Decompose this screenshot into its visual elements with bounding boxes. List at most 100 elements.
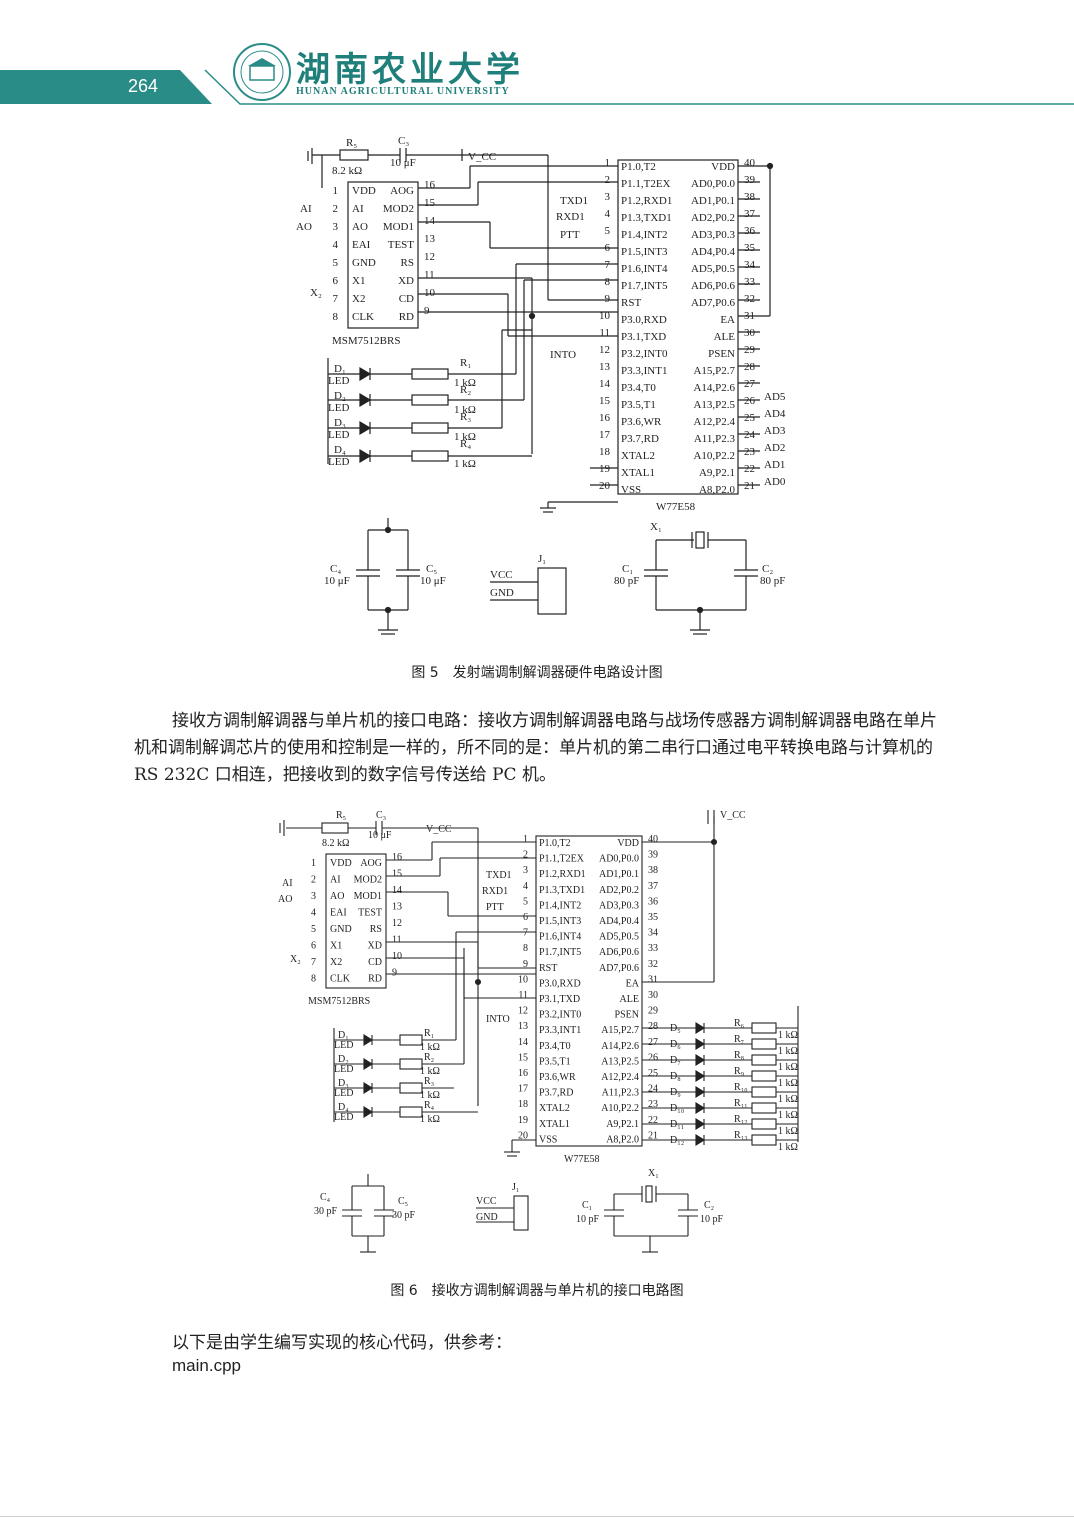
- modem-pin-number: 5: [311, 924, 316, 935]
- mcu-pin-name: AD4,P0.4: [599, 916, 639, 927]
- txd1-port: TXD1: [486, 870, 512, 881]
- ad-bus-label: AD0: [764, 476, 786, 488]
- connector-j1: [490, 567, 567, 615]
- resistor-designator: R₁: [460, 357, 471, 369]
- modem-pin-name: X2: [330, 957, 342, 968]
- mcu-pin-name: A9,P2.1: [699, 467, 735, 479]
- modem-pin-number: 12: [392, 918, 402, 929]
- mcu-pin-number: 26: [744, 395, 756, 407]
- resistor-value: 1 kΩ: [420, 1090, 440, 1101]
- led-designator: D₁₁: [670, 1119, 684, 1130]
- r5-label: R₅: [336, 810, 346, 821]
- modem-pin-number: 7: [311, 957, 316, 968]
- modem-pin-name: GND: [330, 924, 352, 935]
- mcu-pin-number: 23: [648, 1099, 658, 1110]
- mcu-pin-number: 36: [648, 896, 658, 907]
- mcu-pin-number: 39: [648, 850, 658, 861]
- mcu-pin-number: 20: [599, 480, 611, 492]
- ad-bus-label: AD5: [764, 391, 786, 403]
- mcu-pin-number: 2: [523, 850, 528, 861]
- led-designator: D₄: [334, 444, 346, 456]
- led-type-label: LED: [334, 1112, 353, 1123]
- led-designator: D₈: [670, 1071, 681, 1082]
- resistor-designator: R₉: [734, 1066, 745, 1077]
- mcu-pin-number: 21: [648, 1130, 658, 1141]
- mcu-pin-number: 24: [648, 1084, 658, 1095]
- mcu-pin-number: 24: [744, 429, 756, 441]
- mcu-pin-name: P3.3,INT1: [539, 1025, 581, 1036]
- mcu-pin-number: 20: [518, 1130, 528, 1141]
- mcu-pin-name: PSEN: [708, 348, 735, 360]
- mcu-pin-number: 7: [605, 259, 611, 271]
- mcu-pin-name: PSEN: [615, 1010, 639, 1021]
- mcu-pin-number: 32: [648, 959, 658, 970]
- resistor-designator: R₁₂: [734, 1114, 748, 1125]
- mcu-pin-number: 5: [523, 896, 528, 907]
- resistor-value: 1 kΩ: [778, 1110, 798, 1121]
- resistor-designator: R₈: [734, 1050, 745, 1061]
- modem-pin-number: 16: [424, 179, 436, 191]
- mcu-pin-name: AD6,P0.6: [599, 947, 639, 958]
- mcu-pin-name: AD4,P0.4: [691, 246, 736, 258]
- mcu-pin-name: P3.1,TXD: [621, 331, 666, 343]
- mcu-pin-number: 33: [648, 943, 658, 954]
- c4-label: C₄: [330, 563, 341, 575]
- modem-pin-number: 4: [333, 239, 339, 251]
- mcu-pin-name: P3.2,INT0: [621, 348, 668, 360]
- mcu-pin-number: 32: [744, 293, 755, 305]
- mcu-pin-number: 37: [744, 208, 756, 220]
- university-seal-icon: [233, 43, 291, 101]
- led-designator: D₄: [338, 1102, 349, 1113]
- led-designator: D₁: [338, 1030, 349, 1041]
- mcu-pin-number: 39: [744, 174, 756, 186]
- modem-pin-number: 6: [333, 275, 339, 287]
- mcu-pin-name: P1.5,INT3: [539, 916, 581, 927]
- c4-value: 10 μF: [324, 575, 350, 587]
- mcu-pin-name: RST: [621, 297, 641, 309]
- mcu-pin-number: 18: [599, 446, 611, 458]
- modem-pin-name: X1: [330, 941, 342, 952]
- led-type-label: LED: [334, 1088, 353, 1099]
- modem-pin-number: 2: [333, 203, 339, 215]
- resistor-value: 1 kΩ: [778, 1046, 798, 1057]
- mcu-pin-name: XTAL1: [539, 1119, 570, 1130]
- mcu-pin-name: P1.6,INT4: [621, 263, 668, 275]
- rxd1-port: RXD1: [482, 886, 508, 897]
- mcu-pin-number: 19: [518, 1115, 528, 1126]
- led-type-label: LED: [334, 1040, 353, 1051]
- mcu-pin-name: AD3,P0.3: [691, 229, 736, 241]
- mcu-pin-number: 11: [599, 327, 610, 339]
- mcu-pin-number: 12: [518, 1006, 528, 1017]
- mcu-pin-name: VDD: [711, 161, 735, 173]
- mcu-pin-name: P1.4,INT2: [539, 900, 581, 911]
- modem-pin-name: MOD1: [354, 891, 382, 902]
- resistor-value: 1 kΩ: [778, 1062, 798, 1073]
- modem-pin-name: GND: [352, 257, 376, 269]
- modem-pin-name: AOG: [390, 185, 414, 197]
- c1-label: C₁: [582, 1200, 592, 1211]
- modem-pin-name: AI: [352, 203, 364, 215]
- mcu-pin-name: A9,P2.1: [606, 1119, 639, 1130]
- mcu-pin-name: A13,P2.5: [601, 1056, 639, 1067]
- c1-value: 80 pF: [614, 575, 639, 587]
- mcu-pin-name: P3.4,T0: [621, 382, 656, 394]
- modem-pin-number: 2: [311, 875, 316, 886]
- mcu-pin-number: 36: [744, 225, 756, 237]
- ptt-port: PTT: [560, 229, 580, 241]
- modem-pin-name: X1: [352, 275, 365, 287]
- mcu-pin-name: RST: [539, 963, 557, 974]
- mcu-pin-name: P3.3,INT1: [621, 365, 667, 377]
- figure-5-caption: 图 5 发射端调制解调器硬件电路设计图: [411, 665, 663, 681]
- modem-pin-name: EAI: [330, 908, 347, 919]
- into-port: INTO: [550, 349, 576, 361]
- mcu-pin-name: AD3,P0.3: [599, 900, 639, 911]
- ptt-port: PTT: [486, 902, 504, 913]
- modem-pin-number: 13: [424, 233, 436, 245]
- mcu-pin-name: EA: [720, 314, 735, 326]
- resistor-value: 1 kΩ: [778, 1142, 798, 1153]
- modem-pin-name: MOD1: [383, 221, 414, 233]
- c2-label: C₂: [762, 563, 773, 575]
- header-decoration: [0, 43, 1074, 105]
- modem-pin-number: 10: [424, 287, 436, 299]
